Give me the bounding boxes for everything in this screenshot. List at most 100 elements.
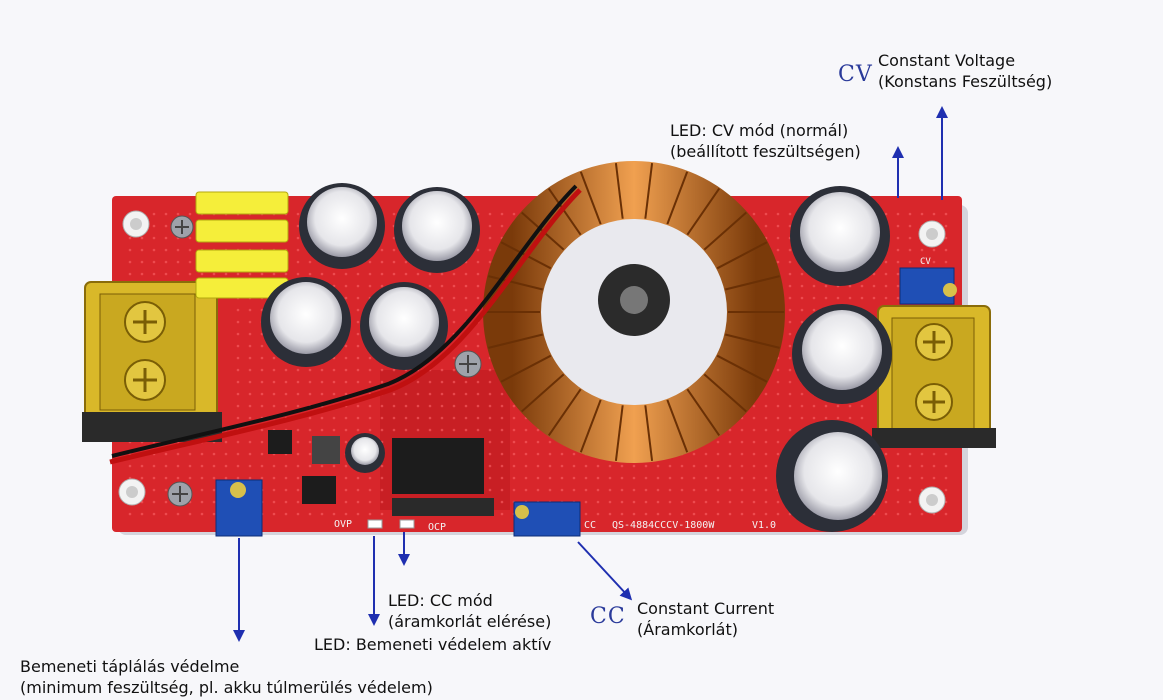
cc-pot	[513, 501, 581, 537]
via-dot	[308, 416, 312, 420]
via-dot	[740, 500, 744, 504]
via-dot	[488, 392, 492, 396]
input-protection-line1: Bemeneti táplálás védelme	[20, 657, 240, 676]
led-cc-line1: LED: CC mód	[388, 591, 493, 610]
cv-tag: CV	[838, 62, 873, 87]
via-dot	[548, 488, 552, 492]
via-dot	[896, 476, 900, 480]
via-dot	[644, 464, 648, 468]
via-dot	[320, 416, 324, 420]
via-dot	[632, 464, 636, 468]
via-dot	[716, 500, 720, 504]
via-dot	[800, 296, 804, 300]
via-dot	[248, 476, 252, 480]
via-dot	[872, 296, 876, 300]
via-dot	[488, 248, 492, 252]
via-dot	[176, 248, 180, 252]
via-dot	[188, 236, 192, 240]
via-dot	[788, 392, 792, 396]
via-dot	[680, 476, 684, 480]
via-dot	[380, 404, 384, 408]
via-dot	[176, 464, 180, 468]
via-dot	[944, 464, 948, 468]
via-dot	[308, 272, 312, 276]
via-dot	[776, 512, 780, 516]
via-dot	[236, 308, 240, 312]
via-dot	[872, 272, 876, 276]
via-dot	[620, 476, 624, 480]
via-dot	[152, 212, 156, 216]
via-dot	[188, 476, 192, 480]
via-dot	[248, 404, 252, 408]
via-dot	[404, 272, 408, 276]
board-cc-text: CC	[584, 520, 596, 531]
via-dot	[884, 296, 888, 300]
via-dot	[200, 512, 204, 516]
via-dot	[236, 440, 240, 444]
via-dot	[332, 272, 336, 276]
via-dot	[476, 428, 480, 432]
via-dot	[236, 344, 240, 348]
via-dot	[680, 488, 684, 492]
via-dot	[812, 404, 816, 408]
via-dot	[716, 464, 720, 468]
via-dot	[176, 476, 180, 480]
via-dot	[764, 464, 768, 468]
via-dot	[920, 260, 924, 264]
via-dot	[788, 284, 792, 288]
via-dot	[500, 488, 504, 492]
coil-turn	[725, 333, 780, 349]
via-dot	[788, 212, 792, 216]
via-dot	[908, 212, 912, 216]
via-dot	[368, 356, 372, 360]
via-dot	[764, 404, 768, 408]
via-dot	[464, 272, 468, 276]
via-dot	[356, 332, 360, 336]
via-dot	[644, 512, 648, 516]
via-dot	[320, 464, 324, 468]
via-dot	[788, 296, 792, 300]
via-dot	[488, 440, 492, 444]
via-dot	[212, 500, 216, 504]
coil-turn	[614, 162, 624, 219]
via-dot	[356, 476, 360, 480]
via-dot	[584, 500, 588, 504]
via-dot	[488, 380, 492, 384]
via-dot	[704, 464, 708, 468]
via-dot	[296, 260, 300, 264]
via-dot	[668, 500, 672, 504]
coil-turn	[666, 399, 689, 453]
coil-turn	[686, 388, 721, 437]
via-dot	[392, 272, 396, 276]
via-dot	[500, 512, 504, 516]
via-dot	[812, 416, 816, 420]
via-dot	[356, 284, 360, 288]
via-dot	[296, 392, 300, 396]
via-dot	[380, 500, 384, 504]
via-dot	[332, 512, 336, 516]
via-dot	[344, 344, 348, 348]
mounting-holes	[118, 210, 946, 514]
via-dot	[500, 392, 504, 396]
via-dot	[620, 500, 624, 504]
via-dot	[344, 368, 348, 372]
via-dot	[812, 296, 816, 300]
via-dot	[716, 488, 720, 492]
via-dot	[584, 512, 588, 516]
via-dot	[800, 320, 804, 324]
via-dot	[752, 488, 756, 492]
via-dot	[368, 404, 372, 408]
via-dot	[260, 344, 264, 348]
via-dot	[584, 476, 588, 480]
via-dot	[908, 512, 912, 516]
via-dot	[212, 452, 216, 456]
via-dot	[176, 452, 180, 456]
coil-turn	[614, 405, 624, 462]
via-dot	[752, 500, 756, 504]
via-dot	[260, 356, 264, 360]
via-dot	[848, 404, 852, 408]
via-dot	[320, 428, 324, 432]
via-dot	[704, 512, 708, 516]
via-dot	[800, 284, 804, 288]
via-dot	[512, 404, 516, 408]
